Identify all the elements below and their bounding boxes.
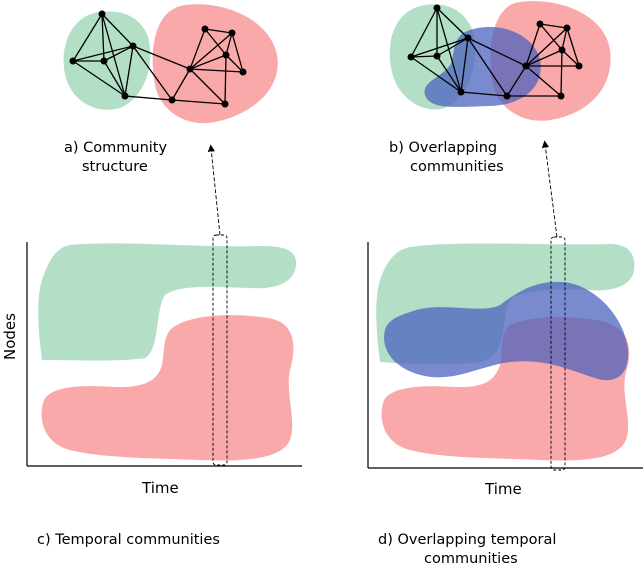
caption-b-line2: communities (410, 159, 504, 175)
caption-b-line1: b) Overlapping (389, 140, 497, 156)
caption-d-line1: d) Overlapping temporal (378, 532, 556, 548)
network-nodes (69, 10, 247, 108)
network-edges (410, 7, 580, 97)
caption-a-line1: a) Community (64, 140, 167, 156)
temporal-community-red (41, 315, 294, 461)
community-red-blob (152, 4, 278, 124)
x-axis-label: Time (141, 479, 179, 497)
caption-c: c) Temporal communities (37, 532, 220, 548)
temporal-community-blue (384, 281, 629, 381)
time-slice-box (550, 236, 566, 471)
caption-d-line2: communities (424, 551, 518, 564)
time-slice-box (212, 234, 228, 466)
x-axis-label: Time (484, 480, 522, 498)
caption-a-line2: structure (82, 159, 148, 175)
panel-b-overlapping-communities: b) Overlapping communities (389, 1, 611, 175)
network-nodes (407, 4, 583, 100)
panel-a-community-structure: a) Community structure (63, 4, 278, 175)
panel-d-overlapping-temporal-communities: Time d) Overlapping temporal communities (367, 140, 643, 564)
temporal-community-green (38, 243, 297, 361)
panel-c-temporal-communities: Nodes Time c) Temporal communities (1, 144, 302, 548)
time-slice-arrow (541, 140, 558, 238)
network-edges (72, 13, 244, 105)
time-slice-arrow (207, 144, 221, 236)
y-axis-label: Nodes (1, 313, 19, 360)
